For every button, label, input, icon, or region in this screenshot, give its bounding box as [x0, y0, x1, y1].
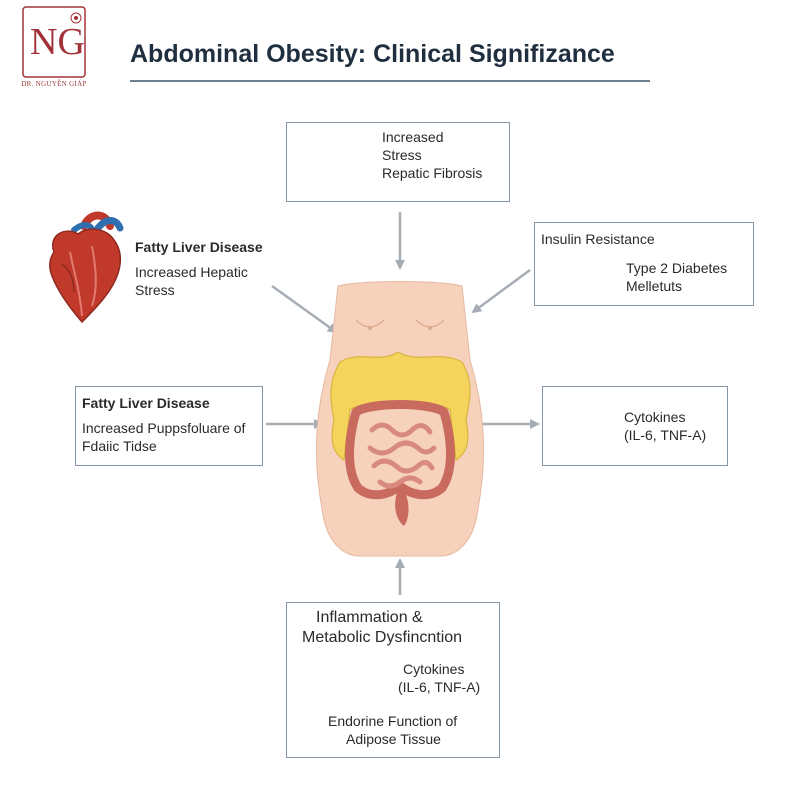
heart-panel-line2: Stress	[135, 282, 175, 298]
left-box	[75, 386, 263, 466]
top-box-line2: Stress	[382, 147, 422, 163]
left-box-heading: Fatty Liver Disease	[82, 395, 210, 411]
bottom-box-heading2: Metabolic Dysfincntion	[302, 629, 463, 646]
top-box-line1: Increased	[382, 129, 444, 145]
small-intestine	[367, 422, 437, 489]
bottom-box-foot1: Endorine Function of	[328, 713, 458, 729]
arrow-heart	[271, 284, 338, 334]
arrows	[266, 212, 540, 595]
bottom-box-heading1: Inflammation &	[316, 609, 423, 626]
top-box	[286, 122, 510, 202]
bottom-box-foot2: Adipose Tissue	[346, 731, 441, 747]
arrow-insulin	[471, 268, 531, 314]
bottom-box-cytokines1: Cytokines	[403, 661, 465, 677]
right-box	[542, 386, 728, 466]
heart-icon	[49, 211, 124, 324]
heart-panel-heading: Fatty Liver Disease	[135, 239, 263, 255]
bottom-box-cytokines2: (IL-6, TNF-A)	[398, 679, 481, 695]
right-box-line1: Cytokines	[624, 409, 686, 425]
left-box-line1: Increased Puppsfoluare of	[82, 420, 246, 436]
page-title: Abdominal Obesity: Clinical Signifizance	[130, 40, 615, 68]
right-box-line2: (IL-6, TNF-A)	[624, 427, 707, 443]
logo-monogram: NG	[30, 21, 85, 63]
torso-illustration	[315, 281, 485, 557]
colon	[345, 400, 455, 500]
ng-logo: NG	[22, 6, 86, 78]
bottom-box	[286, 602, 500, 758]
insulin-box-heading: Insulin Resistance	[541, 231, 655, 247]
logo-caption: DR. NGUYỄN GIÁP	[21, 80, 87, 88]
insulin-box-line1: Type 2 Diabetes	[626, 260, 728, 276]
top-box-line3: Repatic Fibrosis	[382, 165, 483, 181]
visceral-fat	[330, 351, 471, 462]
left-box-line2: Fdaiic Tidse	[82, 438, 157, 454]
insulin-box	[534, 222, 754, 306]
heart-panel-line1: Increased Hepatic	[135, 264, 248, 280]
title-underline	[130, 80, 650, 82]
insulin-box-line2: Melletuts	[626, 278, 683, 294]
